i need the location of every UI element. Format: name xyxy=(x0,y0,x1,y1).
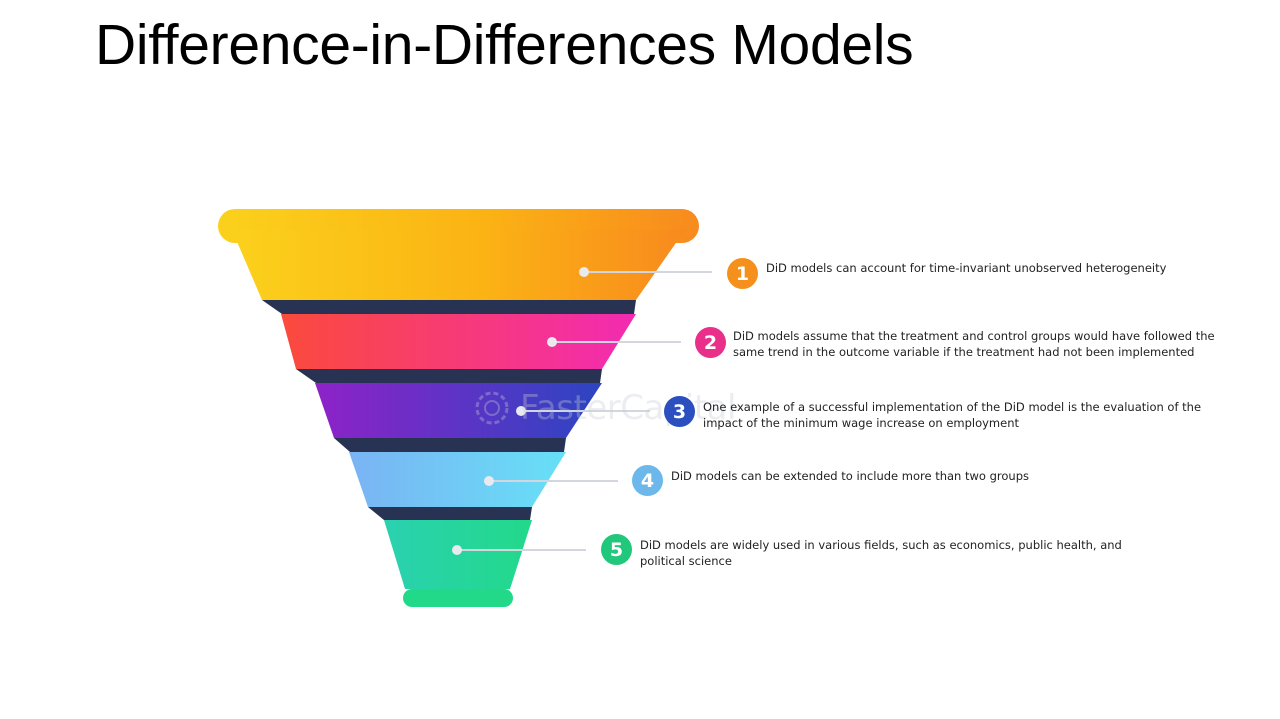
connector-dot-2 xyxy=(547,337,557,347)
funnel-band-4 xyxy=(368,507,532,520)
watermark-text: FasterCapital xyxy=(520,388,736,428)
funnel-segment-4 xyxy=(349,452,566,507)
step-4-badge: 4 xyxy=(632,465,663,496)
step-5-badge: 5 xyxy=(601,534,632,565)
funnel-band-1 xyxy=(262,300,636,314)
step-2-text: DiD models assume that the treatment and… xyxy=(733,329,1215,359)
step-2-badge: 2 xyxy=(695,327,726,358)
funnel-segment-2 xyxy=(281,314,636,369)
step-3-badge: 3 xyxy=(664,396,695,427)
connector-dot-5 xyxy=(452,545,462,555)
gear-logo-icon xyxy=(475,391,509,425)
funnel-segment-1 xyxy=(232,230,685,300)
step-3-text: One example of a successful implementati… xyxy=(703,400,1202,430)
slide-title: Difference-in-Differences Models xyxy=(95,13,914,77)
step-5-text: DiD models are widely used in various fi… xyxy=(640,538,1122,568)
connector-dot-1 xyxy=(579,267,589,277)
funnel-band-2 xyxy=(296,369,602,383)
step-4-text: DiD models can be extended to include mo… xyxy=(671,469,1029,483)
connector-dot-4 xyxy=(484,476,494,486)
connector-dot-3 xyxy=(516,406,526,416)
funnel-band-3 xyxy=(334,438,566,452)
watermark: FasterCapital xyxy=(470,386,736,430)
funnel-segment-3 xyxy=(315,383,602,438)
step-1-badge: 1 xyxy=(727,258,758,289)
funnel-base xyxy=(403,589,513,607)
step-1-text: DiD models can account for time-invarian… xyxy=(766,261,1167,275)
